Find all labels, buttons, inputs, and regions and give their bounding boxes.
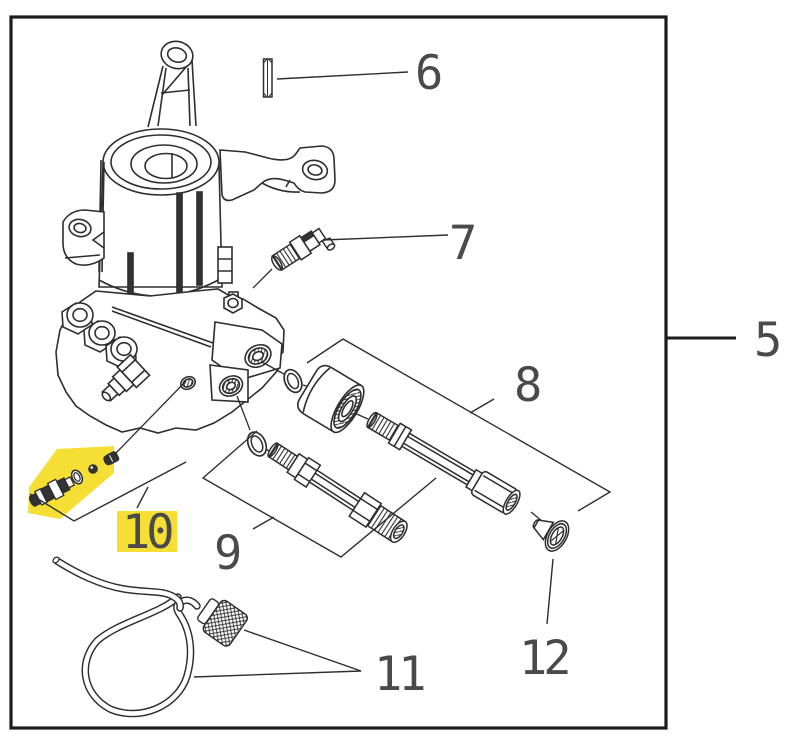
pump-cylinder [98, 128, 233, 298]
quick-connect-kit-drawing[interactable] [27, 451, 120, 510]
callout-9-label[interactable]: 9 [214, 526, 244, 581]
hose-drawing [52, 556, 249, 718]
pump-assembly-drawing [55, 40, 336, 434]
pin-drawing [262, 58, 273, 98]
leader-8-tick [469, 398, 495, 414]
outlet-fitting [101, 353, 151, 402]
leader-10-tick [136, 486, 149, 509]
cylinder-slot [127, 252, 134, 298]
kit-seat [103, 451, 120, 466]
callout-10-label[interactable]: 10 [122, 505, 176, 560]
leader-lines [29, 71, 612, 678]
callout-10-highlight[interactable] [117, 511, 177, 552]
valve-fitting-drawing [270, 227, 336, 272]
leader-9-tick [252, 516, 275, 530]
callout-8-label[interactable]: 8 [514, 358, 544, 413]
inlet-tube-drawing [267, 442, 408, 544]
pump-yoke [147, 40, 197, 128]
oring-9-drawing [246, 431, 268, 457]
callout-7-label[interactable]: 7 [449, 216, 478, 271]
kit-oring [70, 469, 84, 485]
kit-ball [88, 464, 98, 474]
kit-ball-highlight [90, 466, 93, 469]
leader-6 [276, 71, 409, 80]
cylinder-slot [196, 191, 203, 286]
cylinder-slot [176, 192, 183, 298]
female-port-side [211, 321, 283, 381]
bracket-11 [193, 629, 362, 678]
callout-12-label[interactable]: 12 [519, 631, 572, 686]
pump-left-tab [62, 209, 105, 266]
piston-cap [83, 320, 116, 353]
leader-12 [546, 558, 554, 625]
bracket-8 [306, 338, 612, 512]
pump-right-arm [219, 145, 336, 202]
pump-manifold [55, 288, 285, 434]
hex-bolt [223, 291, 243, 314]
oring-8-drawing [283, 368, 303, 394]
cone-filter-drawing [532, 519, 570, 552]
cap-nut-drawing [296, 364, 365, 434]
hose-mesh-cap [197, 598, 249, 647]
callout-5-label[interactable]: 5 [754, 313, 783, 368]
callout-11-label[interactable]: 11 [374, 647, 428, 702]
cylinder-boss [217, 246, 233, 284]
callout-6-label[interactable]: 6 [415, 46, 445, 101]
female-port-front [209, 364, 249, 403]
leader-7 [322, 234, 449, 241]
piston-cap [61, 302, 94, 335]
outlet-tube-drawing [366, 411, 521, 515]
bracket-10 [29, 461, 187, 522]
